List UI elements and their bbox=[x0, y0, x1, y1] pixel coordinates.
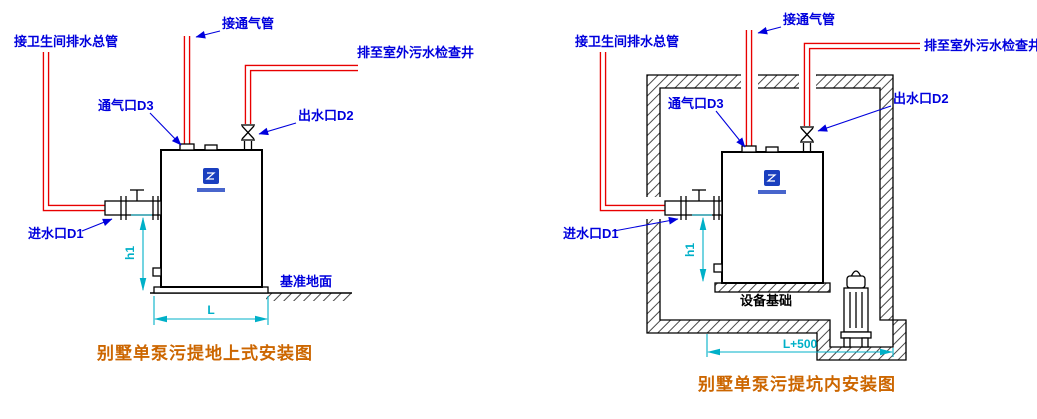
dim-label-h1: h1 bbox=[683, 243, 697, 257]
tank bbox=[152, 143, 269, 294]
outlet-port-label: 出水口D2 bbox=[298, 108, 354, 123]
leader-inlet-port bbox=[613, 216, 679, 232]
dimension-L: L bbox=[153, 296, 269, 325]
outlet-discharge-pipe bbox=[244, 64, 358, 124]
dimension-h1: h1 bbox=[683, 214, 712, 283]
outdoor-well-label: 排至室外污水检查井 bbox=[924, 38, 1037, 53]
outlet-discharge-pipe bbox=[803, 42, 920, 126]
top-cap bbox=[204, 144, 218, 151]
pump-base bbox=[840, 331, 872, 339]
logo-mark bbox=[766, 174, 777, 182]
inlet-port-label: 进水口D1 bbox=[563, 226, 619, 241]
diagram-title-left: 别墅单泵污提地上式安装图 bbox=[96, 343, 313, 363]
logo-text-bar bbox=[758, 190, 786, 194]
pipe-inner bbox=[805, 44, 920, 126]
ground bbox=[150, 292, 352, 301]
outdoor-well-label: 排至室外污水检查井 bbox=[357, 45, 474, 60]
pump-cap bbox=[846, 275, 866, 289]
submersible-pump bbox=[840, 270, 872, 348]
ground-label: 基准地面 bbox=[279, 274, 332, 289]
logo-mark bbox=[205, 172, 216, 180]
left-diagram: h1 L 接卫生间排水总管 接通气管 排至室外污水检查井 通气口D3 出水口D2… bbox=[14, 16, 474, 363]
inlet-assembly bbox=[664, 189, 723, 220]
foundation-label: 设备基础 bbox=[740, 293, 792, 308]
leader-inlet-port bbox=[81, 218, 113, 232]
leader-outlet-port bbox=[817, 105, 892, 132]
pipe-inner bbox=[246, 66, 358, 124]
drain-plug bbox=[152, 267, 162, 277]
pipe-outer bbox=[42, 52, 107, 212]
check-valve bbox=[800, 126, 814, 152]
top-cap bbox=[765, 146, 779, 153]
leader-vent-port bbox=[149, 112, 182, 146]
diagram-title-right: 别墅单泵污提坑内安装图 bbox=[697, 374, 896, 394]
vent-port-label: 通气口D3 bbox=[98, 98, 154, 113]
toilet-drain-pipe bbox=[599, 52, 668, 212]
vent-port-label: 通气口D3 bbox=[668, 96, 724, 111]
toilet-main-label: 接卫生间排水总管 bbox=[14, 34, 118, 49]
toilet-main-label: 接卫生间排水总管 bbox=[575, 34, 679, 49]
ground-hatch bbox=[266, 293, 352, 301]
pump-foot bbox=[843, 337, 851, 348]
dimension-L500: L+500 bbox=[706, 334, 894, 357]
dimension-h1: h1 bbox=[123, 214, 152, 292]
inlet-port-label: 进水口D1 bbox=[28, 226, 84, 241]
drain-plug bbox=[713, 263, 723, 273]
leader-outlet-port bbox=[258, 122, 297, 136]
vent-nub bbox=[741, 145, 757, 153]
leader-vent-port bbox=[715, 110, 746, 148]
pump-foot bbox=[861, 337, 869, 348]
right-diagram: h1 L+500 接卫生间排水总管 接通气管 排至室外污水检查井 通气口D3 出… bbox=[563, 12, 1037, 394]
valve-cross-line bbox=[800, 127, 814, 142]
toilet-drain-pipe bbox=[42, 52, 107, 212]
pipe-inner bbox=[601, 52, 668, 210]
vent-pipe-label: 接通气管 bbox=[222, 16, 274, 31]
pipe-inner bbox=[44, 52, 107, 210]
tank bbox=[713, 145, 824, 284]
foundation-slab bbox=[714, 282, 831, 293]
vent-nub bbox=[179, 143, 195, 151]
pump-handle bbox=[850, 270, 862, 278]
dim-label-h1: h1 bbox=[123, 246, 137, 260]
logo-text-bar bbox=[197, 188, 225, 192]
dim-label-L500: L+500 bbox=[783, 337, 818, 351]
leader-vent-pipe bbox=[195, 30, 221, 39]
leader-vent-pipe bbox=[757, 26, 782, 35]
pit-wall bbox=[646, 74, 907, 361]
valve-cross-line bbox=[241, 125, 255, 140]
outlet-port-label: 出水口D2 bbox=[893, 91, 949, 106]
check-valve bbox=[241, 124, 255, 150]
dim-label-L: L bbox=[207, 303, 214, 317]
vent-pipe-label: 接通气管 bbox=[783, 12, 835, 27]
